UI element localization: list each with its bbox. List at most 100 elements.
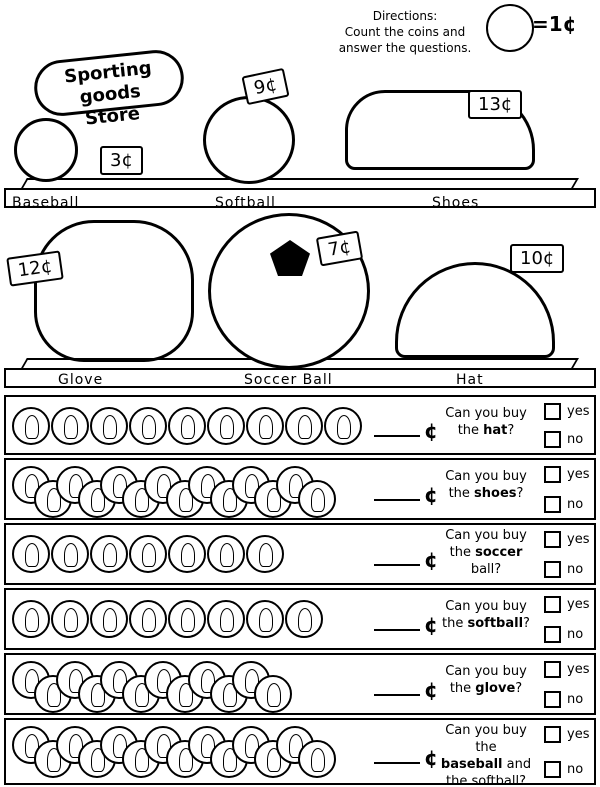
yes-label: yes <box>567 532 590 547</box>
yes-checkbox[interactable] <box>544 596 561 613</box>
penny-icon <box>168 600 206 638</box>
no-label: no <box>567 762 584 777</box>
no-checkbox[interactable] <box>544 496 561 513</box>
penny-icon <box>90 600 128 638</box>
item-name: hat <box>483 423 508 438</box>
penny-icon <box>285 600 323 638</box>
penny-icon <box>51 535 89 573</box>
penny-icon <box>34 480 72 518</box>
penny-icon <box>129 535 167 573</box>
directions-line-1: Count the coins and <box>344 25 466 39</box>
baseball-image <box>14 118 78 182</box>
penny-icon <box>12 600 50 638</box>
question-text: Can you buy the soccer ball? <box>434 527 538 578</box>
middle-shelf <box>4 368 596 388</box>
title-line-2: Store <box>84 102 141 130</box>
item-name: baseball <box>440 757 503 772</box>
question-suffix: ? <box>507 423 515 438</box>
cent-sign: ¢ <box>424 678 438 702</box>
cent-sign: ¢ <box>424 419 438 443</box>
answer-blank[interactable] <box>374 694 420 696</box>
shoes-label: Shoes <box>432 195 480 211</box>
penny-icon <box>486 4 534 52</box>
penny-icon <box>129 407 167 445</box>
penny-icon <box>12 407 50 445</box>
yes-checkbox[interactable] <box>544 466 561 483</box>
penny-icon <box>207 535 245 573</box>
yes-checkbox[interactable] <box>544 661 561 678</box>
glove-image <box>34 220 194 362</box>
penny-icon <box>90 535 128 573</box>
directions-heading: Directions: <box>372 9 438 23</box>
no-label: no <box>567 627 584 642</box>
hat-image <box>395 262 555 358</box>
answer-blank[interactable] <box>374 629 420 631</box>
penny-icon <box>246 600 284 638</box>
penny-icon <box>90 407 128 445</box>
yes-label: yes <box>567 597 590 612</box>
cent-sign: ¢ <box>424 548 438 572</box>
shoes-price-tag: 13¢ <box>468 90 523 119</box>
penny-icon <box>51 407 89 445</box>
question-line-1: Can you buy the <box>445 723 527 755</box>
item-name: soccer <box>475 545 523 560</box>
answer-blank[interactable] <box>374 761 420 764</box>
glove-label: Glove <box>58 372 104 388</box>
yes-checkbox[interactable] <box>544 403 561 420</box>
no-label: no <box>567 497 584 512</box>
no-checkbox[interactable] <box>544 691 561 708</box>
question-line-1: Can you buy <box>445 664 527 679</box>
penny-icon <box>285 407 323 445</box>
question-line-1: Can you buy <box>445 528 527 543</box>
answer-blank[interactable] <box>374 499 420 501</box>
title-line-1: Sporting goods <box>63 57 153 109</box>
no-checkbox[interactable] <box>544 761 561 778</box>
soccer-ball-label: Soccer Ball <box>244 372 333 388</box>
penny-icon <box>324 407 362 445</box>
question-suffix: ? <box>515 681 523 696</box>
question-suffix: ? <box>523 616 530 631</box>
question-line-1: Can you buy <box>445 599 527 614</box>
yes-checkbox[interactable] <box>544 531 561 548</box>
penny-icon <box>168 535 206 573</box>
penny-icon <box>298 740 336 778</box>
item-name: shoes <box>474 486 517 501</box>
question-prefix: the <box>449 681 476 696</box>
penny-icon <box>168 407 206 445</box>
answer-blank[interactable] <box>374 435 420 437</box>
question-row: ¢ Can you buy the baseball and the softbal… <box>4 718 596 787</box>
penny-icon <box>51 600 89 638</box>
question-line-3: ball? <box>470 562 502 577</box>
no-checkbox[interactable] <box>544 561 561 578</box>
penny-icon <box>254 675 292 713</box>
question-text: Can you buy the baseball and the softball? <box>434 722 538 787</box>
question-prefix: the <box>448 486 475 501</box>
penny-icon <box>246 535 284 573</box>
cent-sign: ¢ <box>424 745 438 770</box>
question-line-1: Can you buy <box>445 406 527 421</box>
penny-icon <box>207 407 245 445</box>
no-label: no <box>567 432 584 447</box>
question-suffix: ? <box>516 486 524 501</box>
no-checkbox[interactable] <box>544 431 561 448</box>
softball-price-tag: 9¢ <box>241 67 290 106</box>
no-checkbox[interactable] <box>544 626 561 643</box>
question-line-3: the softball? <box>446 774 526 787</box>
answer-blank[interactable] <box>374 564 420 566</box>
yes-checkbox[interactable] <box>544 726 561 743</box>
yes-label: yes <box>567 467 590 482</box>
question-prefix: the <box>449 545 476 560</box>
softball-image <box>203 96 295 184</box>
penny-icon <box>298 480 336 518</box>
question-suffix: and <box>502 757 532 772</box>
